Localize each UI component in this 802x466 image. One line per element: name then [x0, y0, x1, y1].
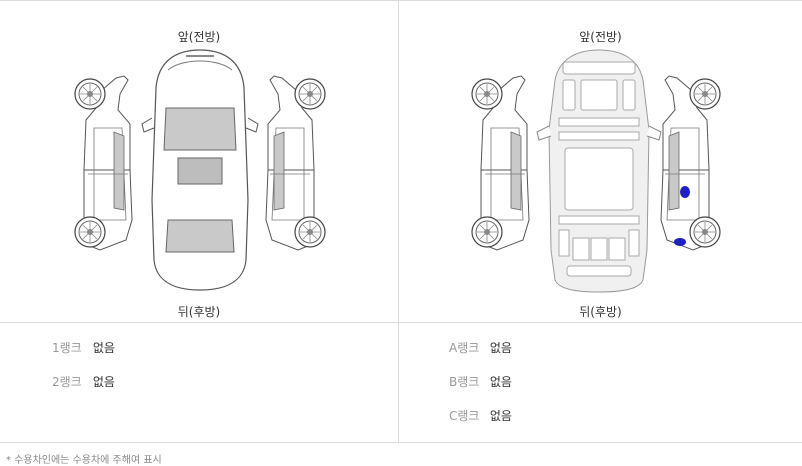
- rank-value: 없음: [489, 375, 512, 389]
- section-divider: [0, 322, 802, 323]
- right-front-wheel: [294, 78, 326, 110]
- rear-label: 뒤(후방): [579, 305, 622, 319]
- exterior-car-diagram: 앞(전방) 뒤(후방): [0, 0, 398, 322]
- list-item: B랭크 없음: [449, 374, 512, 408]
- list-item: C랭크 없음: [449, 408, 512, 442]
- right-front-wheel: [689, 78, 721, 110]
- frame-car-figure: [471, 49, 721, 293]
- rank-name: B랭크: [449, 375, 480, 389]
- list-item: A랭크 없음: [449, 340, 512, 374]
- damage-marker: [674, 238, 686, 246]
- rank-value: 없음: [489, 409, 512, 423]
- left-rear-wheel: [471, 216, 503, 248]
- frame-rank-list: A랭크 없음 B랭크 없음 C랭크 없음: [449, 340, 512, 442]
- front-label: 앞(전방): [177, 30, 221, 44]
- right-rear-wheel: [294, 216, 326, 248]
- rank-value: 없음: [489, 341, 512, 355]
- bottom-divider: [0, 442, 802, 443]
- list-item: 1랭크 없음: [52, 340, 115, 374]
- rank-value: 없음: [92, 341, 115, 355]
- frame-car-diagram: 앞(전방) 뒤(후방): [399, 0, 802, 322]
- frame-top-view: [536, 49, 662, 293]
- rank-name: 1랭크: [52, 341, 82, 355]
- rank-name: C랭크: [449, 409, 480, 423]
- frame-panel: 앞(전방) 뒤(후방) A랭크 없음 B랭크 없음 C랭크 없음: [398, 0, 802, 442]
- rank-name: A랭크: [449, 341, 480, 355]
- list-item: 2랭크 없음: [52, 374, 115, 408]
- top-view-car: [141, 49, 259, 291]
- top-divider: [0, 0, 802, 1]
- exterior-panel: 앞(전방) 뒤(후방) 1랭크 없음 2랭크 없음: [0, 0, 398, 442]
- right-rear-wheel: [689, 216, 721, 248]
- left-front-wheel: [471, 78, 503, 110]
- front-label: 앞(전방): [579, 30, 622, 44]
- exterior-car-figure: [74, 49, 326, 291]
- left-rear-wheel: [74, 216, 106, 248]
- exterior-rank-list: 1랭크 없음 2랭크 없음: [52, 340, 115, 408]
- rear-label: 뒤(후방): [177, 305, 221, 319]
- left-front-wheel: [74, 78, 106, 110]
- damage-marker: [680, 186, 690, 198]
- footnote: * 수용차인에는 수용차에 주해여 표시: [6, 455, 162, 466]
- rank-name: 2랭크: [52, 375, 82, 389]
- rank-value: 없음: [92, 375, 115, 389]
